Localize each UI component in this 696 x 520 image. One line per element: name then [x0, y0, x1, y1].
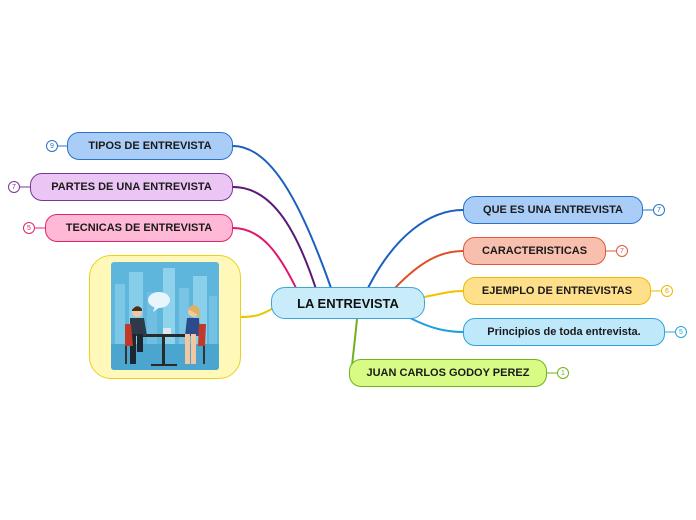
link-principios	[409, 317, 464, 333]
topic-count-badge[interactable]: 9	[46, 140, 58, 152]
topic-count-badge[interactable]: 5	[675, 326, 687, 338]
topic-count-badge[interactable]: 7	[653, 204, 665, 216]
topic-label: JUAN CARLOS GODOY PEREZ	[366, 367, 530, 379]
central-topic[interactable]: LA ENTREVISTA	[271, 287, 425, 319]
topic-partes-de-una-entrevista[interactable]: PARTES DE UNA ENTREVISTA	[30, 173, 233, 201]
topic-label: EJEMPLO DE ENTREVISTAS	[481, 285, 633, 297]
topic-count-badge[interactable]: 5	[23, 222, 35, 234]
topic-label: QUE ES UNA ENTREVISTA	[483, 204, 623, 216]
topic-tipos-de-entrevista[interactable]: TIPOS DE ENTREVISTA	[67, 132, 233, 160]
topic-principios-de-toda-entrevista[interactable]: Principios de toda entrevista.	[463, 318, 665, 346]
topic-ejemplo-de-entrevistas[interactable]: EJEMPLO DE ENTREVISTAS	[463, 277, 651, 305]
topic-label: PARTES DE UNA ENTREVISTA	[51, 181, 212, 193]
topic-label: TIPOS DE ENTREVISTA	[88, 140, 212, 152]
link-caracteristicas	[394, 250, 464, 289]
link-ejemplo	[423, 290, 464, 298]
link-que-es	[367, 209, 464, 289]
link-tecnicas	[232, 227, 298, 291]
topic-tecnicas-de-entrevista[interactable]: TECNICAS DE ENTREVISTA	[45, 214, 233, 242]
topic-caracteristicas[interactable]: CARACTERISTICAS	[463, 237, 606, 265]
topic-que-es-una-entrevista[interactable]: QUE ES UNA ENTREVISTA	[463, 196, 643, 224]
topic-label: TECNICAS DE ENTREVISTA	[65, 222, 213, 234]
topic-count-badge[interactable]: 7	[8, 181, 20, 193]
link-image	[240, 306, 276, 318]
topic-count-badge[interactable]: 6	[661, 285, 673, 297]
link-partes	[232, 186, 317, 290]
topic-label: CARACTERISTICAS	[481, 245, 588, 257]
link-tipos	[232, 145, 332, 289]
interview-illustration	[111, 262, 219, 370]
topic-count-badge[interactable]: 7	[616, 245, 628, 257]
topic-count-badge[interactable]: 1	[557, 367, 569, 379]
topic-juan-carlos-godoy-perez[interactable]: JUAN CARLOS GODOY PEREZ	[349, 359, 547, 387]
topic-label: Principios de toda entrevista.	[487, 326, 641, 338]
